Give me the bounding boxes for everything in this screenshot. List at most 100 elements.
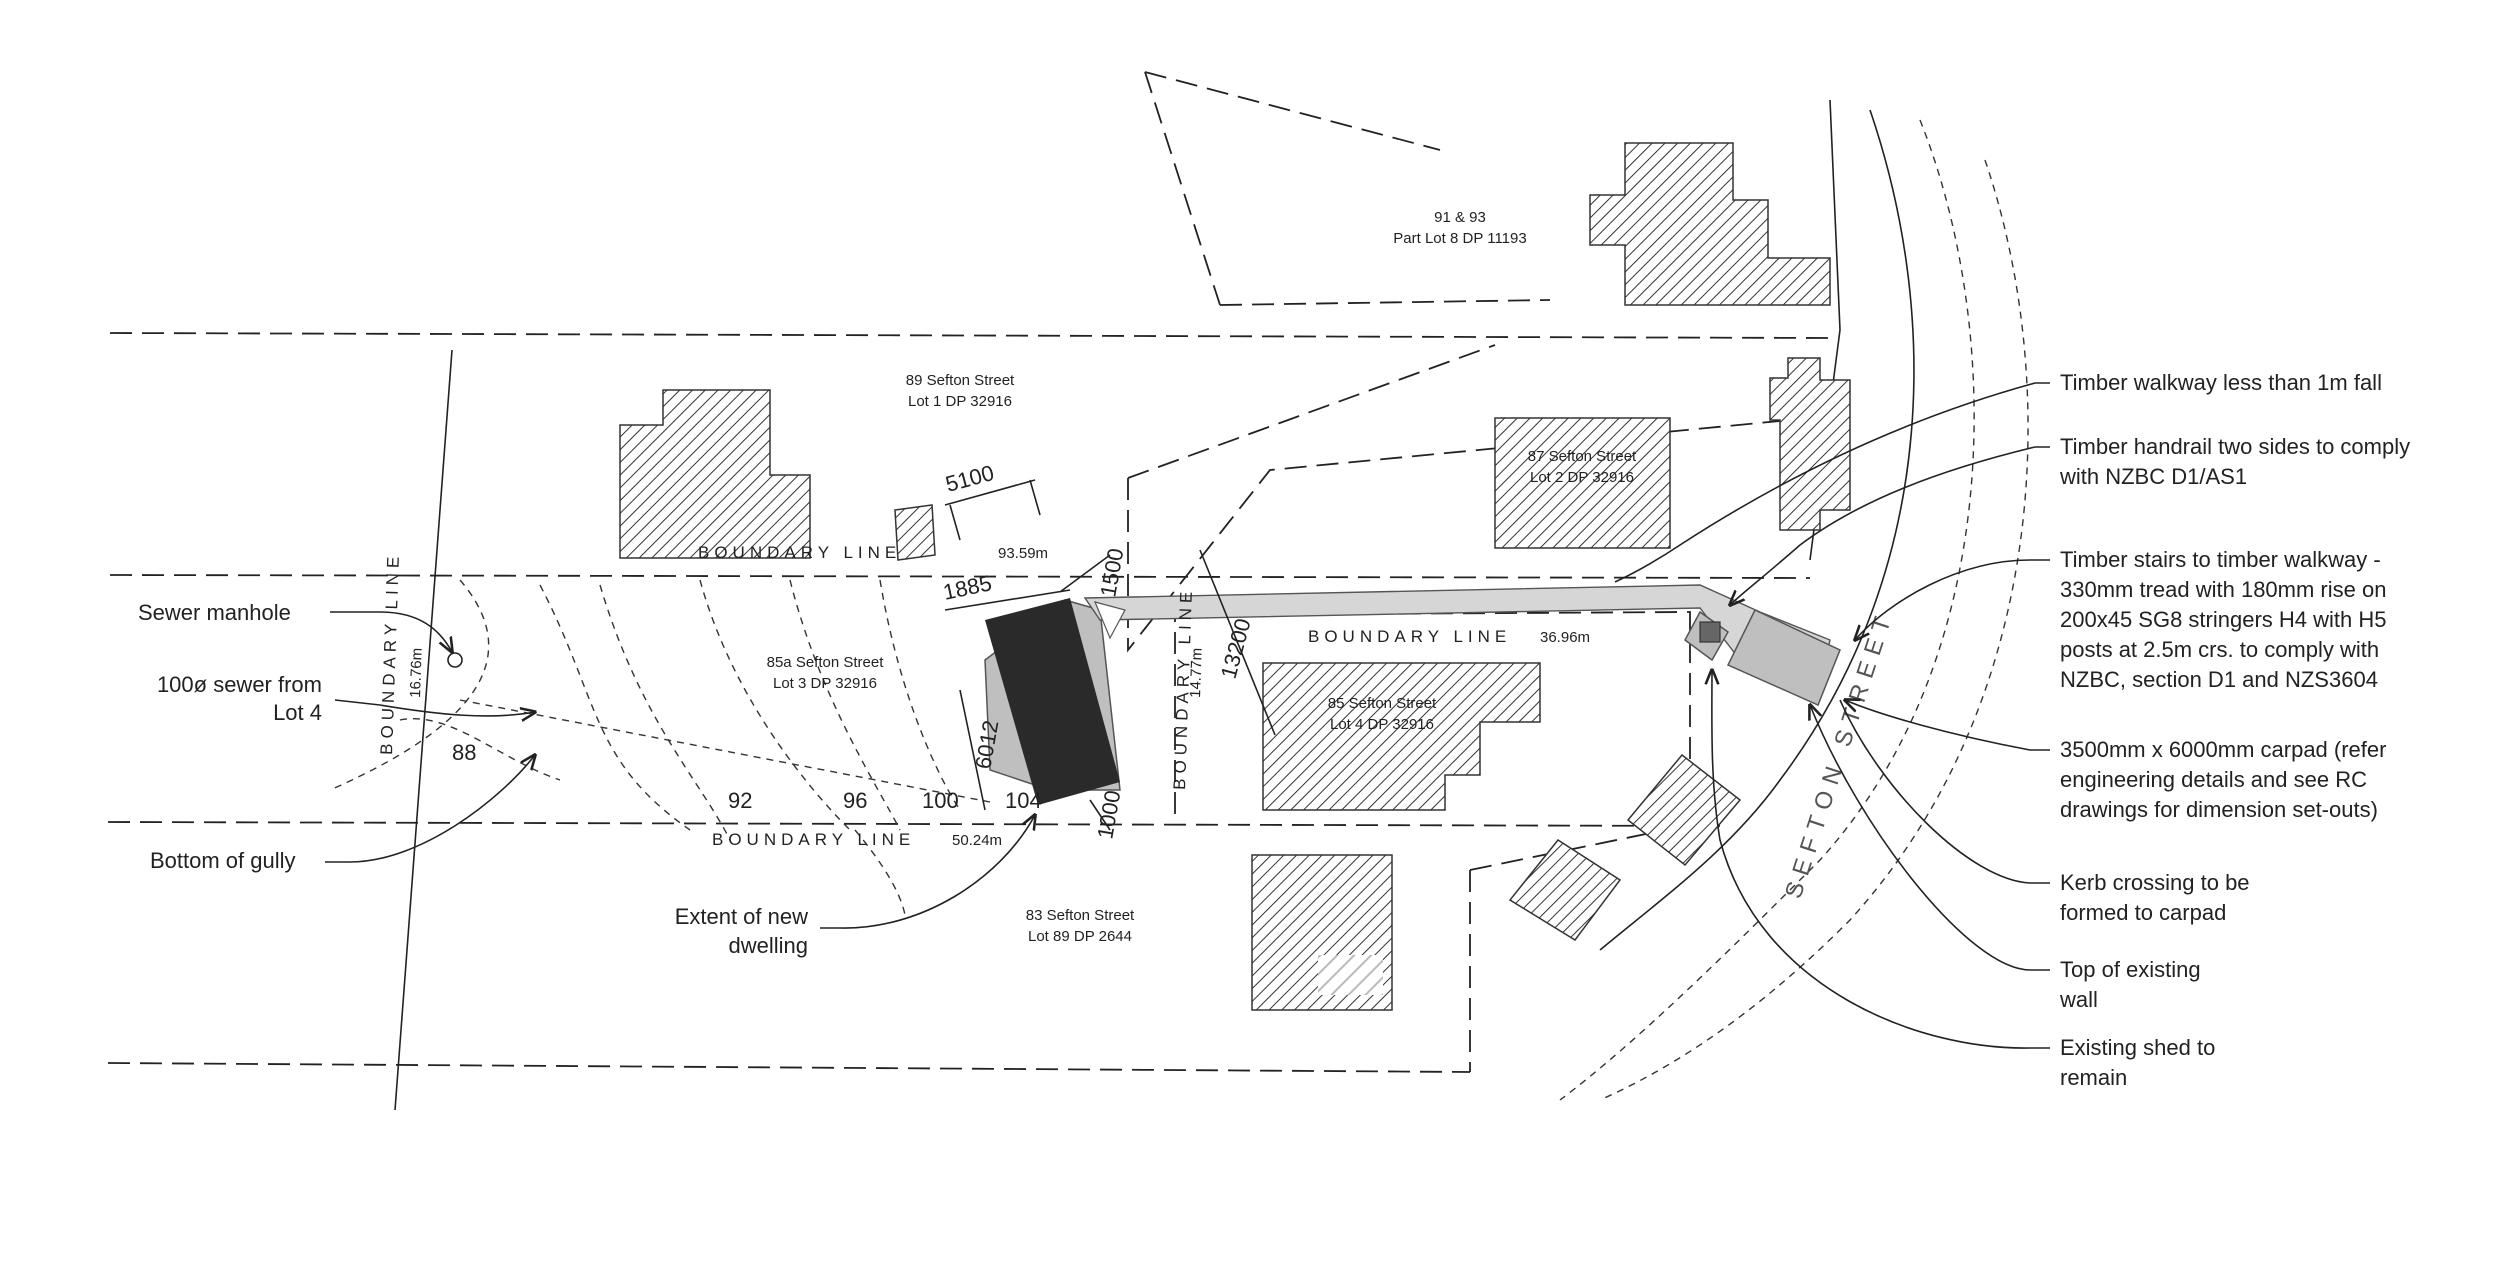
leader-kerb xyxy=(1839,699,2050,884)
leader-stairs xyxy=(1855,559,2050,640)
boundary-lot4-length: 36.96m xyxy=(1540,629,1590,646)
dim-1500-line xyxy=(1059,554,1111,593)
boundary-top-length: 93.59m xyxy=(998,545,1048,562)
walkway-and-carpad xyxy=(1083,584,1841,707)
leader-handrail xyxy=(1730,446,2050,605)
boundary-line-south xyxy=(107,821,1721,827)
callout-stairs-line2: 330mm tread with 180mm rise on xyxy=(2060,577,2386,602)
contour-label-104: 104 xyxy=(1005,788,1042,813)
gully-line xyxy=(399,718,561,781)
boundary-bottom-label: BOUNDARY LINE xyxy=(712,830,915,849)
dim-6012-line xyxy=(959,689,986,811)
contour-label-92: 92 xyxy=(728,788,752,813)
right-callouts: Timber walkway less than 1m fall Timber … xyxy=(2059,370,2410,1090)
existing-buildings xyxy=(619,142,1851,1011)
existing-shed xyxy=(1626,753,1742,867)
lot-85-line1: 85 Sefton Street xyxy=(1328,695,1437,712)
building-85 xyxy=(1262,662,1541,811)
sewer-line xyxy=(459,699,991,803)
callout-wall-line2: wall xyxy=(2059,987,2098,1012)
dim-1885-line xyxy=(944,589,1071,611)
leader-walkway xyxy=(1614,382,2050,583)
contour-96 xyxy=(789,579,901,831)
parcel-line-north xyxy=(109,332,1831,339)
lot-85a-line1: 85a Sefton Street xyxy=(767,654,885,671)
lot-87-boundary xyxy=(1127,344,1791,653)
west-boundary xyxy=(394,349,453,1111)
callout-gully: Bottom of gully xyxy=(150,848,296,873)
boundary-lot4-label: BOUNDARY LINE xyxy=(1308,627,1511,646)
contour-92 xyxy=(599,584,731,841)
boundary-west-length: 16.76m xyxy=(407,648,426,699)
boundary-bottom-length: 50.24m xyxy=(952,832,1002,849)
building-87 xyxy=(1494,417,1671,549)
contour-88 xyxy=(329,579,490,791)
parcel-lines xyxy=(107,71,1841,1111)
property-labels: 91 & 93 Part Lot 8 DP 11193 89 Sefton St… xyxy=(767,209,1637,945)
building-91-93 xyxy=(1589,142,1831,306)
parcel-line-south xyxy=(107,1062,1471,1073)
callout-stairs-line5: NZBC, section D1 and NZS3604 xyxy=(2060,667,2378,692)
callout-handrail-line1: Timber handrail two sides to comply xyxy=(2060,434,2410,459)
contour-label-88: 88 xyxy=(452,740,476,765)
lot-83-line1: 83 Sefton Street xyxy=(1026,907,1135,924)
callout-sewer-line2: Lot 4 xyxy=(273,700,322,725)
boundary-top-label: BOUNDARY LINE xyxy=(698,543,901,562)
lot-89-line2: Lot 1 DP 32916 xyxy=(908,393,1012,410)
callout-shed-line2: remain xyxy=(2060,1065,2127,1090)
leader-carpad xyxy=(1845,700,2050,751)
callout-extent-line2: dwelling xyxy=(729,933,809,958)
callout-sewer-line1: 100ø sewer from xyxy=(157,672,322,697)
callout-sewer-manhole: Sewer manhole xyxy=(138,600,291,625)
walkway-notch xyxy=(1093,601,1126,640)
callout-walkway: Timber walkway less than 1m fall xyxy=(2060,370,2382,395)
leader-sewer-pipe xyxy=(334,699,535,716)
callout-shed-line1: Existing shed to xyxy=(2060,1035,2215,1060)
leader-extent-dwelling xyxy=(820,815,1035,929)
contour-labels: 88 92 96 100 104 xyxy=(452,740,1042,813)
callout-carpad-line2: engineering details and see RC xyxy=(2060,767,2367,792)
callout-carpad-line1: 3500mm x 6000mm carpad (refer xyxy=(2060,737,2386,762)
sewer-manhole-symbol xyxy=(447,652,463,668)
lot-91-93-line2: Part Lot 8 DP 11193 xyxy=(1393,230,1526,247)
building-83-annex xyxy=(1318,955,1383,995)
callout-wall-line1: Top of existing xyxy=(2060,957,2201,982)
callout-stairs-line4: posts at 2.5m crs. to comply with xyxy=(2060,637,2379,662)
lot-89-line1: 89 Sefton Street xyxy=(906,372,1015,389)
building-83-garage xyxy=(1508,839,1622,941)
building-89 xyxy=(619,389,811,559)
dimension-labels: 5100 1885 1500 13200 6012 1000 xyxy=(941,460,1256,841)
leader-sewer-manhole xyxy=(330,611,452,652)
lot-91-boundary xyxy=(1144,71,1551,306)
contour-tail xyxy=(854,829,906,916)
callout-extent-line1: Extent of new xyxy=(675,904,808,929)
callout-kerb-line2: formed to carpad xyxy=(2060,900,2226,925)
callout-stairs-line3: 200x45 SG8 stringers H4 with H5 xyxy=(2060,607,2387,632)
dwelling-footprint xyxy=(985,598,1120,805)
street-edge-inner xyxy=(1599,159,2029,1101)
dim-5100-line xyxy=(944,479,1036,506)
leader-shed xyxy=(1712,670,2050,1049)
boundary-line-north xyxy=(109,574,1811,579)
callout-kerb-line1: Kerb crossing to be xyxy=(2060,870,2250,895)
dim-5100: 5100 xyxy=(943,460,997,497)
dim-1885: 1885 xyxy=(941,570,994,605)
callout-stairs-line1: Timber stairs to timber walkway - xyxy=(2060,547,2381,572)
lot-83-boundary xyxy=(1469,824,1691,1072)
boundary-lot4-west-length: 14.77m xyxy=(1187,648,1206,699)
leader-gully xyxy=(325,755,535,863)
contour-label-100: 100 xyxy=(922,788,959,813)
street-edges xyxy=(1559,109,2029,1101)
callout-carpad-line3: drawings for dimension set-outs) xyxy=(2060,797,2378,822)
dim-1500: 1500 xyxy=(1095,546,1128,599)
dim-1000: 1000 xyxy=(1092,788,1125,841)
leader-wall xyxy=(1810,705,2050,971)
dim-13200-line xyxy=(1199,549,1276,736)
shed-89 xyxy=(894,504,936,561)
lot-85-line2: Lot 4 DP 32916 xyxy=(1330,716,1434,733)
boundary-west-label: BOUNDARY LINE xyxy=(377,551,403,755)
lot-85a-line2: Lot 3 DP 32916 xyxy=(773,675,877,692)
lot-87-line2: Lot 2 DP 32916 xyxy=(1530,469,1634,486)
